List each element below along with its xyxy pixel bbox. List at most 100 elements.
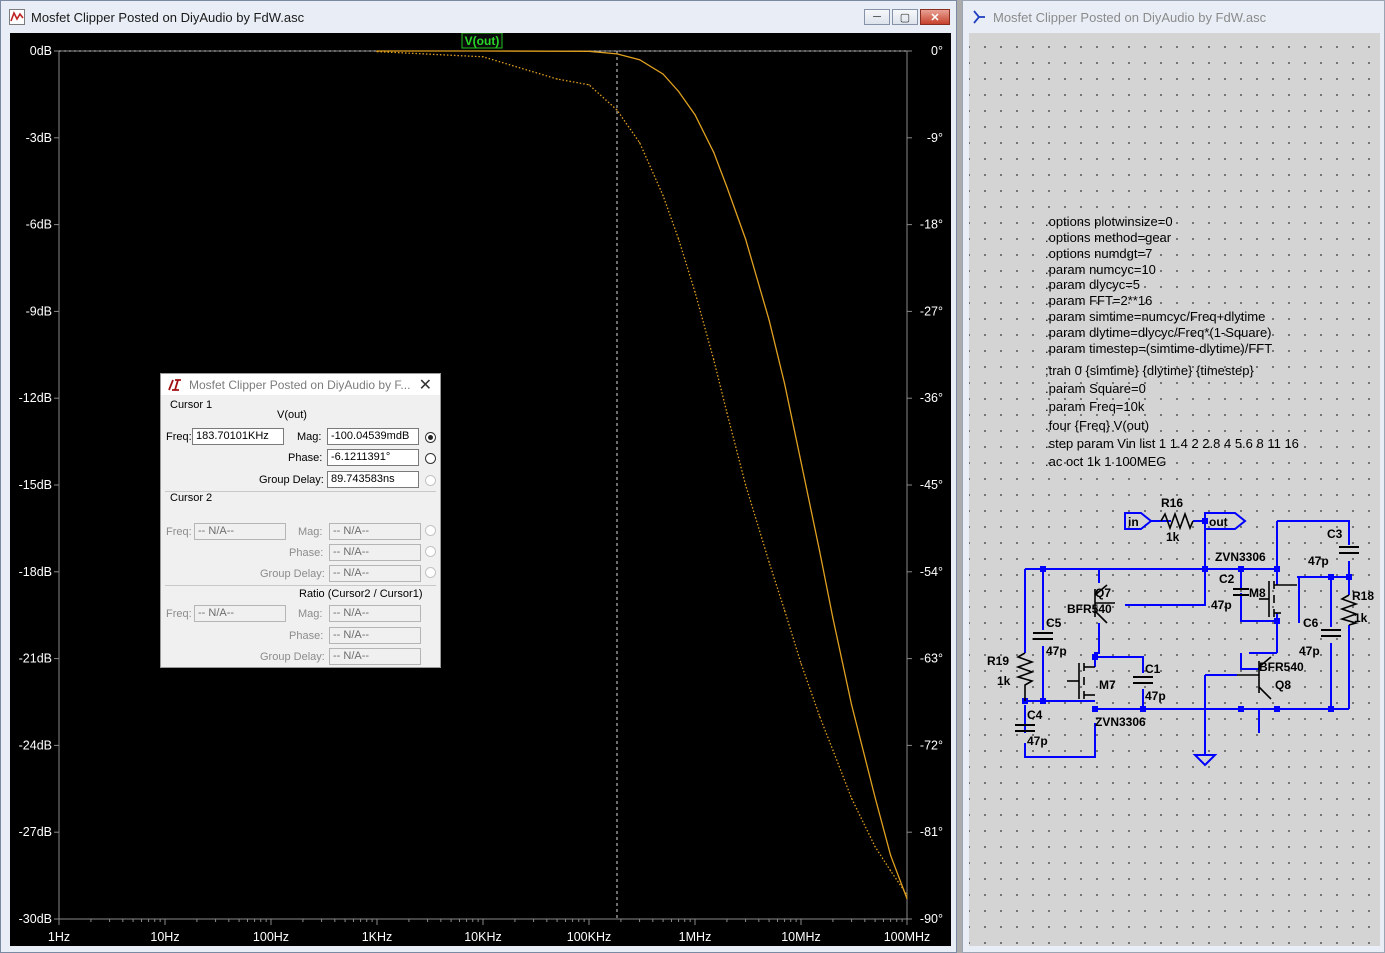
directive[interactable]: .step param Vin list 1 1.4 2 2.8 4 5.6 8… [1045, 436, 1299, 451]
ratio-phase-label: Phase: [289, 630, 324, 642]
resistor-R16[interactable]: R16 1k [1160, 496, 1194, 544]
directive[interactable]: .param dlytime=dlycyc/Freq*(1-Square) [1045, 325, 1272, 340]
net-label-in[interactable]: in [1124, 512, 1161, 530]
svg-text:47p: 47p [1211, 598, 1232, 612]
close-button[interactable]: ✕ [920, 9, 950, 25]
y-right-tick-label: -63° [920, 652, 943, 666]
capacitor-C6[interactable]: C6 47p [1299, 616, 1341, 658]
mosfet-M7[interactable]: M7 ZVN3306 [1067, 663, 1146, 729]
directive[interactable]: .param simtime=numcyc/Freq+dlytime [1045, 309, 1265, 324]
svg-text:C6: C6 [1303, 616, 1319, 630]
plot-area[interactable]: 0dB-3dB-6dB-9dB-12dB-15dB-18dB-21dB-24dB… [10, 33, 951, 946]
directive[interactable]: .options numdgt=7 [1045, 246, 1152, 261]
schematic-canvas[interactable]: .options plotwinsize=0 .options method=g… [969, 33, 1380, 946]
ratio-mag-field[interactable]: -- N/A-- [329, 605, 421, 622]
magnitude-point [638, 59, 641, 61]
svg-text:M7: M7 [1099, 678, 1116, 692]
x-tick-label: 1KHz [362, 930, 393, 944]
cursor2-mag-radio[interactable] [425, 525, 436, 536]
cursor2-freq-field[interactable]: -- N/A-- [194, 523, 286, 540]
capacitor-C4[interactable]: C4 47p [1015, 708, 1048, 748]
directive[interactable]: .options plotwinsize=0 [1045, 214, 1173, 229]
cursor1-group-delay-field[interactable]: 89.743583ns [327, 471, 419, 488]
plot-window[interactable]: Mosfet Clipper Posted on DiyAudio by FdW… [0, 0, 957, 953]
directive[interactable]: .param dlycyc=5 [1045, 277, 1140, 292]
schematic-window-titlebar[interactable]: Mosfet Clipper Posted on DiyAudio by FdW… [963, 1, 1384, 33]
cursor1-phase-radio[interactable] [425, 453, 436, 464]
ratio-phase-field[interactable]: -- N/A-- [329, 627, 421, 644]
cursor2-mag-field[interactable]: -- N/A-- [329, 523, 421, 540]
cursor1-gd-label: Group Delay: [259, 474, 324, 486]
schematic-drawing[interactable]: .options plotwinsize=0 .options method=g… [969, 33, 1380, 946]
directive[interactable]: .param Freq=10k [1045, 399, 1145, 414]
cursor1-mag-radio[interactable] [425, 432, 436, 443]
cursor2-phase-radio[interactable] [425, 546, 436, 557]
cursor-dialog-titlebar[interactable]: Mosfet Clipper Posted on DiyAudio by F..… [161, 374, 440, 395]
ground-symbol[interactable] [1192, 743, 1218, 767]
minimize-button[interactable]: ─ [864, 9, 890, 25]
directive[interactable]: .param FFT=2**16 [1045, 293, 1152, 308]
plot-window-titlebar[interactable]: Mosfet Clipper Posted on DiyAudio by FdW… [1, 1, 956, 33]
maximize-button[interactable]: ▢ [892, 9, 918, 25]
y-right-tick-label: -72° [920, 738, 943, 752]
y-right-tick-label: -54° [920, 565, 943, 579]
svg-text:47p: 47p [1299, 644, 1320, 658]
directive[interactable]: ;tran 0 {simtime} {dlytime} {timestep} [1045, 363, 1254, 378]
svg-text:C1: C1 [1145, 662, 1161, 676]
svg-text:1k: 1k [1166, 530, 1180, 544]
phase-point [662, 195, 664, 197]
net-label-out[interactable]: out [1204, 512, 1247, 530]
transistor-Q8[interactable]: BFR540 Q8 [1237, 656, 1304, 700]
ratio-header: Ratio (Cursor2 / Cursor1) [299, 588, 423, 600]
y-left-tick-label: -15dB [19, 478, 52, 492]
svg-text:47p: 47p [1308, 554, 1329, 568]
y-right-tick-label: -27° [920, 304, 943, 318]
y-left-tick-label: -24dB [19, 738, 52, 752]
cursor2-group-delay-field[interactable]: -- N/A-- [329, 565, 421, 582]
y-left-tick-label: -9dB [26, 304, 52, 318]
cursor-dialog[interactable]: Mosfet Clipper Posted on DiyAudio by F..… [160, 373, 441, 668]
cursor1-phase-label: Phase: [288, 452, 323, 464]
cursor1-mag-label: Mag: [297, 431, 322, 443]
cursor1-phase-field[interactable]: -6.1211391° [327, 449, 419, 466]
trace-label[interactable]: V(out) [465, 34, 500, 48]
capacitor-C1[interactable]: C1 47p [1133, 662, 1166, 703]
svg-text:ZVN3306: ZVN3306 [1095, 715, 1146, 729]
y-left-tick-label: -3dB [26, 131, 52, 145]
phase-point [744, 484, 747, 486]
ratio-mag-label: Mag: [298, 608, 323, 620]
x-tick-label: 1MHz [679, 930, 712, 944]
cursor1-gd-radio[interactable] [425, 475, 436, 486]
mosfet-M8[interactable]: ZVN3306 M8 [1215, 550, 1297, 617]
bode-plot[interactable]: 0dB-3dB-6dB-9dB-12dB-15dB-18dB-21dB-24dB… [10, 33, 951, 946]
phase-point [850, 797, 853, 800]
ltspice-logo-icon [168, 378, 181, 391]
directive[interactable]: .param timestep=(simtime-dlytime)/FFT [1045, 341, 1272, 356]
capacitor-C3[interactable]: C3 47p [1308, 527, 1359, 568]
y-left-tick-label: -30dB [19, 912, 52, 926]
ratio-group-delay-field[interactable]: -- N/A-- [329, 648, 421, 665]
directive[interactable]: .param Square=0 [1045, 381, 1146, 396]
cursor2-phase-field[interactable]: -- N/A-- [329, 544, 421, 561]
transistor-Q7[interactable]: Q7 BFR540 [1067, 584, 1115, 624]
wires[interactable] [1024, 520, 1350, 758]
separator [165, 491, 436, 492]
directive[interactable]: .param numcyc=10 [1045, 262, 1156, 277]
x-tick-label: 100KHz [567, 930, 611, 944]
schematic-window[interactable]: Mosfet Clipper Posted on DiyAudio by FdW… [962, 0, 1385, 953]
phase-point [783, 609, 786, 611]
resistor-R18[interactable]: R18 1k [1339, 589, 1374, 626]
capacitor-C5[interactable]: C5 47p [1033, 616, 1067, 658]
phase-point [482, 56, 484, 58]
ratio-freq-field[interactable]: -- N/A-- [194, 605, 286, 622]
cursor2-header: Cursor 2 [170, 492, 213, 504]
cursor-dialog-close-icon[interactable]: ✕ [418, 377, 432, 394]
directive[interactable]: .ac oct 1k 1 100MEG [1045, 454, 1166, 469]
resistor-R19[interactable]: R19 1k [987, 652, 1035, 701]
directive[interactable]: .options method=gear [1045, 230, 1172, 245]
cursor1-mag-field[interactable]: -100.04539mdB [327, 428, 419, 445]
directive[interactable]: .four {Freq} V(out) [1045, 418, 1149, 433]
cursor1-freq-field[interactable]: 183.70101KHz [192, 428, 284, 445]
cursor2-gd-radio[interactable] [425, 567, 436, 578]
capacitor-C2[interactable]: C2 47p [1211, 572, 1249, 612]
